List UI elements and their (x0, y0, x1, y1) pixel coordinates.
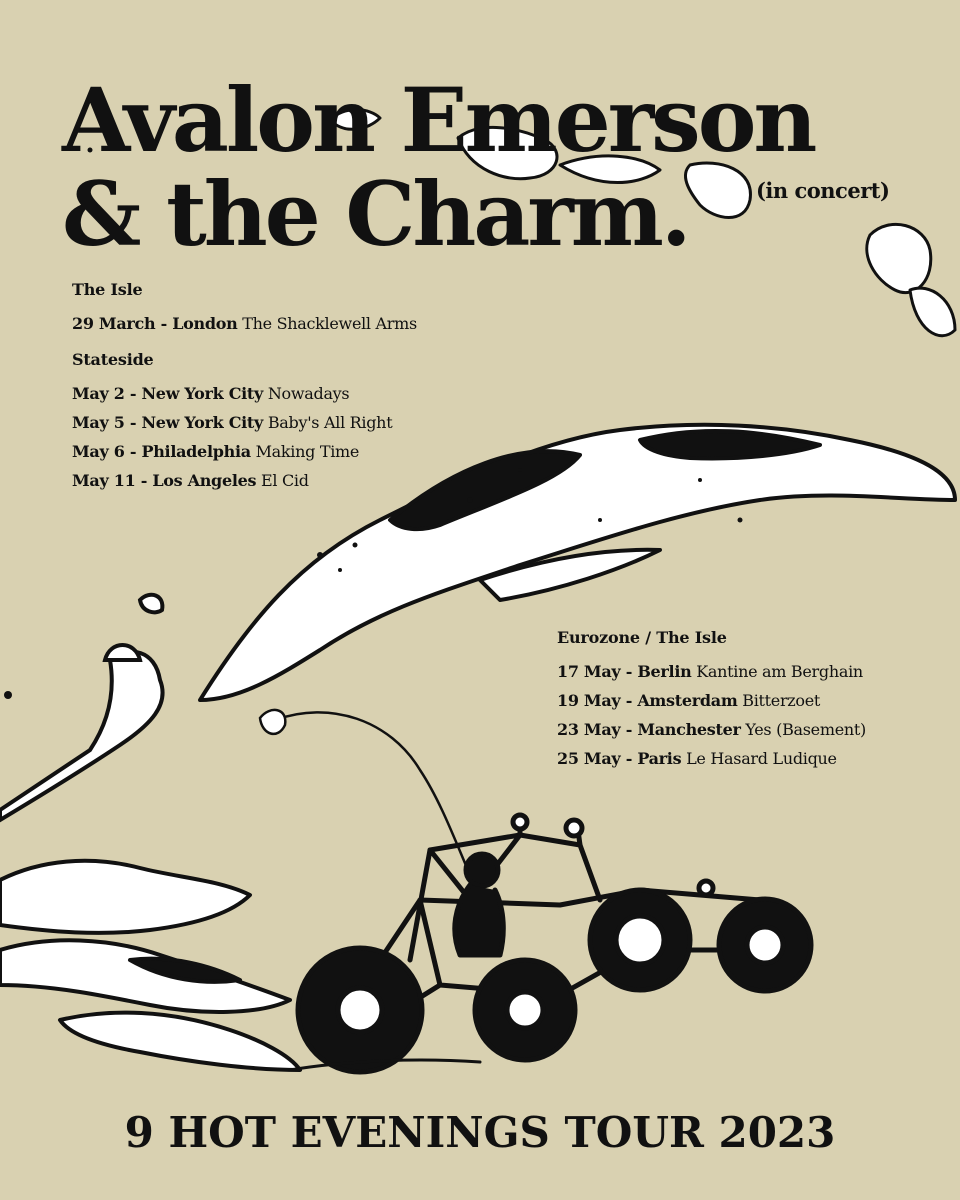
city: Los Angeles (152, 471, 257, 490)
tour-name-footer: 9 HOT EVENINGS TOUR 2023 (124, 1108, 836, 1157)
date: May 11 (72, 471, 136, 490)
date: 19 May (557, 691, 621, 710)
section-heading: The Isle (72, 280, 143, 299)
in-concert-tag: (in concert) (756, 178, 890, 203)
tour-date-row: 29 March - London The Shacklewell Arms (72, 314, 417, 333)
venue: Baby's All Right (267, 413, 393, 432)
left-hill-icon (0, 592, 165, 823)
city: Manchester (637, 720, 741, 739)
date: 29 March (72, 314, 156, 333)
venue: Nowadays (267, 384, 350, 403)
section-heading: Eurozone / The Isle (557, 628, 727, 647)
date: 17 May (557, 662, 621, 681)
date: May 5 (72, 413, 125, 432)
tour-date-row: 17 May - Berlin Kantine am Berghain (557, 662, 863, 681)
city: New York City (141, 384, 264, 403)
venue: The Shacklewell Arms (242, 314, 417, 333)
date: May 6 (72, 442, 125, 461)
tour-date-row: 23 May - Manchester Yes (Basement) (557, 720, 866, 739)
dune-sweep-icon (198, 422, 957, 702)
venue: Kantine am Berghain (696, 662, 863, 681)
sand-splash-bottom-icon (0, 858, 302, 1072)
splatter-marks-icon (4, 147, 743, 699)
tour-date-row: May 6 - Philadelphia Making Time (72, 442, 360, 461)
tour-date-row: 19 May - Amsterdam Bitterzoet (557, 691, 821, 710)
date: 23 May (557, 720, 621, 739)
antenna-flag-icon (258, 708, 472, 876)
date: May 2 (72, 384, 125, 403)
tour-date-row: May 5 - New York City Baby's All Right (72, 413, 393, 432)
date: 25 May (557, 749, 621, 768)
venue: Le Hasard Ludique (686, 749, 837, 768)
city: Philadelphia (141, 442, 251, 461)
city: Amsterdam (637, 691, 738, 710)
section-heading: Stateside (72, 350, 154, 369)
tour-section-stateside: Stateside May 2 - New York City Nowadays… (72, 350, 393, 495)
venue: Yes (Basement) (745, 720, 866, 739)
venue: El Cid (261, 471, 309, 490)
city: New York City (141, 413, 264, 432)
city: London (172, 314, 238, 333)
band-name-line-2: & the Charm. (62, 162, 691, 266)
dune-buggy-icon (288, 812, 814, 1075)
sand-splash-top-icon (328, 108, 957, 338)
tour-date-row: May 2 - New York City Nowadays (72, 384, 350, 403)
tour-section-eurozone: Eurozone / The Isle 17 May - Berlin Kant… (557, 628, 866, 773)
tour-date-row: May 11 - Los Angeles El Cid (72, 471, 309, 490)
city: Berlin (637, 662, 692, 681)
venue: Bitterzoet (742, 691, 821, 710)
city: Paris (637, 749, 682, 768)
band-name-line-1: Avalon Emerson (62, 68, 817, 172)
tour-section-the-isle: The Isle 29 March - London The Shacklewe… (72, 280, 417, 338)
tour-date-row: 25 May - Paris Le Hasard Ludique (557, 749, 837, 768)
venue: Making Time (255, 442, 360, 461)
